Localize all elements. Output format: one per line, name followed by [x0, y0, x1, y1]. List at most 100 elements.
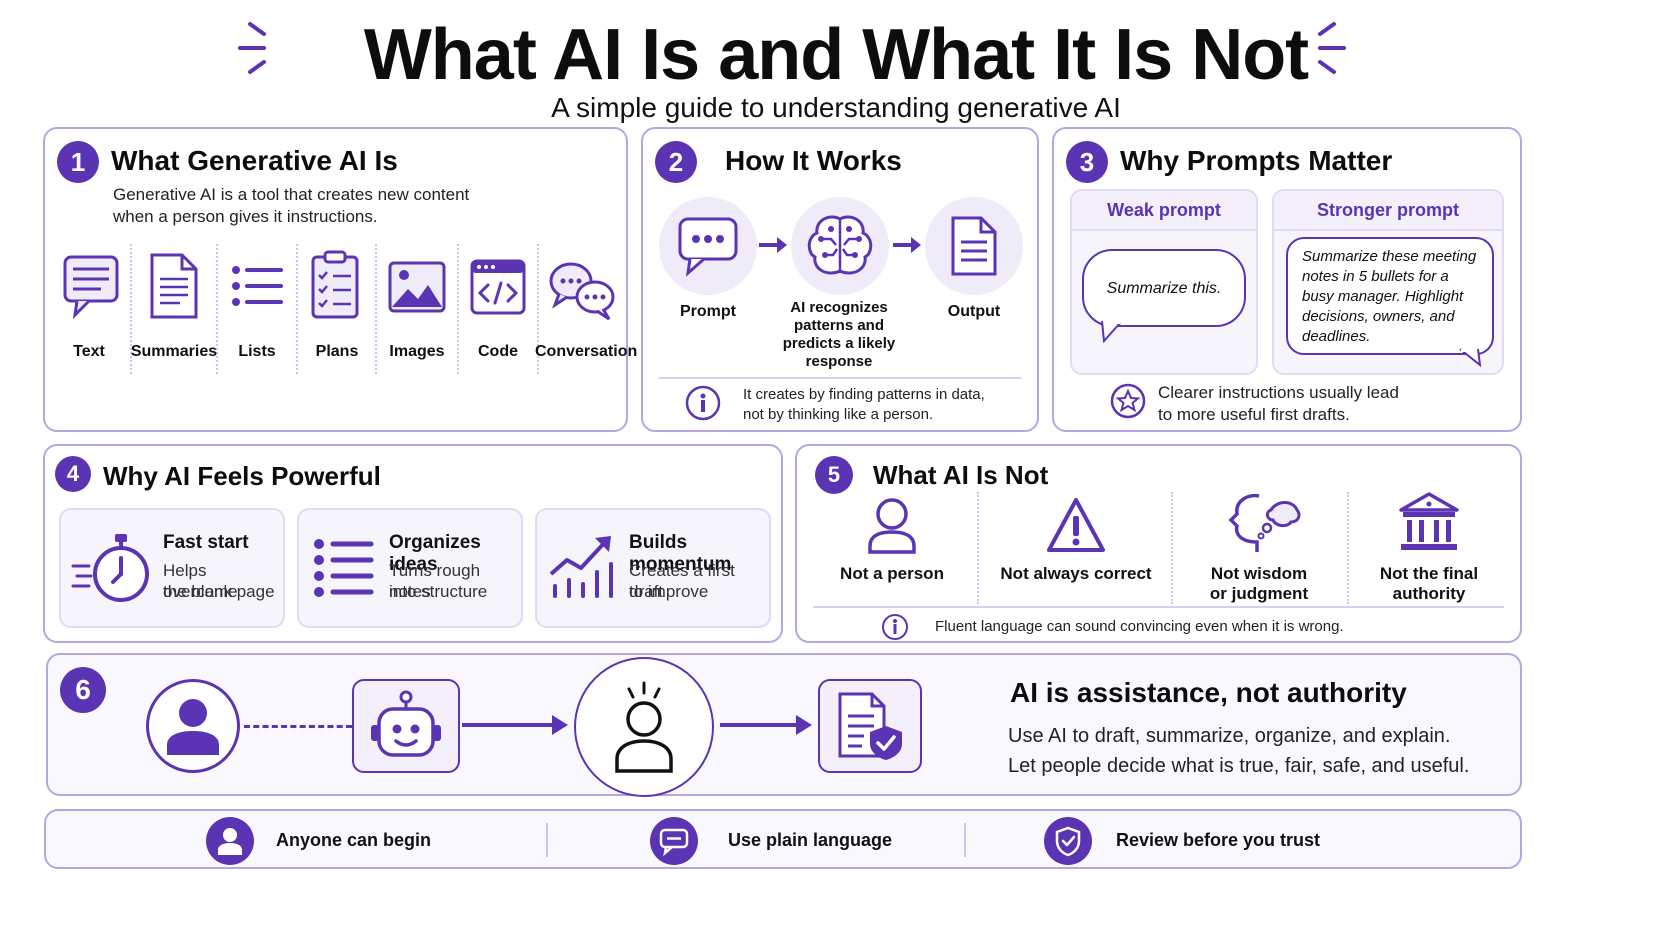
feature-text-line2: the blank page [163, 582, 275, 601]
footer-bar: Anyone can begin Use plain language Revi… [44, 809, 1522, 869]
arrow-right-icon [720, 715, 812, 735]
divider [964, 823, 966, 857]
not-item-label: Not always correct [1000, 564, 1152, 583]
stronger-prompt-line: notes in 5 bullets for a [1302, 268, 1449, 285]
clipboard-checklist-icon [311, 250, 359, 319]
section-title: Why Prompts Matter [1120, 145, 1393, 176]
section-number-badge: 3 [1066, 141, 1108, 183]
brain-icon [807, 215, 873, 275]
document-icon [150, 253, 198, 319]
footer-label: Anyone can begin [276, 830, 432, 850]
feature-text-line2: into structure [389, 582, 488, 601]
note-line1: It creates by finding patterns in data, [743, 386, 985, 403]
person-node [146, 679, 240, 773]
tip-line2: to more useful first drafts. [1158, 405, 1350, 424]
user-icon [167, 699, 219, 755]
document-icon [951, 216, 997, 276]
reviewed-output-node [818, 679, 922, 773]
feature-title: Organizes ideas [389, 532, 481, 575]
section-what-ai-is-not: 5 What AI Is Not Not a person Not always… [795, 444, 1522, 643]
item-label-lists: Lists [238, 343, 276, 360]
step-label-output: Output [947, 303, 1001, 320]
feature-text-line1: Creates a first draft [629, 561, 735, 601]
verified-document-icon [838, 692, 902, 760]
section-how-it-works: 2 How It Works Prompt AI recognizes patt… [641, 127, 1039, 432]
tip-line1: Clearer instructions usually lead [1158, 383, 1399, 402]
section-assistance-not-authority: 6 [46, 653, 1522, 797]
feature-text-line1: Turns rough notes [389, 561, 481, 601]
human-decision-node [574, 657, 714, 797]
dashed-connector [244, 725, 352, 728]
divider [296, 244, 298, 374]
image-icon [388, 261, 446, 313]
not-item-label: Not a person [840, 564, 944, 583]
feature-card-organizes-ideas: Organizes ideas Turns rough notes into s… [297, 508, 523, 628]
footer-label: Review before you trust [1116, 830, 1321, 850]
section-why-prompts-matter: 3 Why Prompts Matter Weak prompt Summari… [1052, 127, 1522, 432]
section-number-badge: 4 [55, 456, 91, 492]
sparkle-left-icon [238, 22, 266, 74]
note-text: Fluent language can sound convincing eve… [935, 618, 1344, 635]
user-icon [218, 828, 242, 855]
item-label-images: Images [389, 343, 445, 360]
person-icon [868, 498, 916, 554]
page-subtitle: A simple guide to understanding generati… [551, 92, 1121, 123]
feature-text-line1: Helps overcome [163, 561, 238, 601]
section-title: AI is assistance, not authority [1010, 677, 1407, 708]
section-description-line1: Generative AI is a tool that creates new… [113, 185, 470, 204]
head-thought-icon [1228, 493, 1301, 552]
not-item-label-line1: Not the final [1379, 564, 1479, 583]
item-label-conversation: Conversation [535, 343, 638, 360]
chat-bubble-icon [678, 217, 738, 277]
not-item-label-line2: or judgment [1209, 584, 1309, 603]
divider [659, 377, 1021, 379]
feature-title: Fast start [163, 532, 249, 553]
section-number-badge: 5 [815, 456, 853, 494]
section-text-line1: Use AI to draft, summarize, organize, an… [1008, 725, 1451, 747]
step-label-ai-line2: patterns and [793, 317, 884, 334]
divider [375, 244, 377, 374]
section-title: Why AI Feels Powerful [103, 461, 381, 491]
step-label-ai-line4: response [805, 353, 873, 370]
not-item-label: Not wisdom or judgment [1189, 564, 1329, 604]
code-window-icon [470, 259, 526, 315]
item-label-code: Code [478, 343, 518, 360]
divider [813, 606, 1504, 608]
page-title: What AI Is and What It Is Not [363, 15, 1309, 95]
not-item-label: Not the final authority [1361, 564, 1497, 604]
divider [1171, 492, 1173, 604]
not-item-label-line1: Not wisdom [1210, 564, 1308, 583]
weak-prompt-bubble: Summarize this. [1082, 249, 1246, 327]
arrow-right-icon [893, 237, 921, 253]
section-number-badge: 2 [655, 141, 697, 183]
divider [130, 244, 132, 374]
stronger-prompt-line: busy manager. Highlight [1302, 288, 1464, 305]
section-text-line2: Let people decide what is true, fair, sa… [1008, 755, 1470, 777]
step-label-ai: AI recognizes patterns and predicts a li… [769, 299, 909, 371]
prompt-step [659, 197, 757, 295]
not-item-label-line2: authority [1392, 584, 1466, 603]
section-description-line2: when a person gives it instructions. [113, 207, 378, 226]
output-step [925, 197, 1023, 295]
stronger-prompt-bubble: Summarize these meeting notes in 5 bulle… [1286, 237, 1494, 355]
item-label-plans: Plans [315, 343, 359, 360]
speech-badge [650, 817, 698, 865]
robot-icon [371, 690, 441, 757]
chat-bubbles-icon [549, 262, 615, 321]
divider [977, 492, 979, 604]
info-icon [882, 614, 908, 640]
info-icon [685, 385, 721, 421]
divider [1347, 492, 1349, 604]
institution-icon [1399, 492, 1459, 550]
shield-badge [1044, 817, 1092, 865]
weak-prompt-text: Summarize this. [1106, 279, 1222, 297]
warning-icon [1047, 498, 1105, 552]
stopwatch-icon [71, 534, 149, 602]
arrow-right-icon [462, 715, 568, 735]
divider [457, 244, 459, 374]
footer-label: Use plain language [728, 830, 893, 850]
sparkle-right-icon [1318, 22, 1346, 74]
divider [537, 244, 539, 374]
weak-prompt-card: Weak prompt Summarize this. [1070, 189, 1258, 375]
star-badge-icon [1110, 383, 1146, 419]
